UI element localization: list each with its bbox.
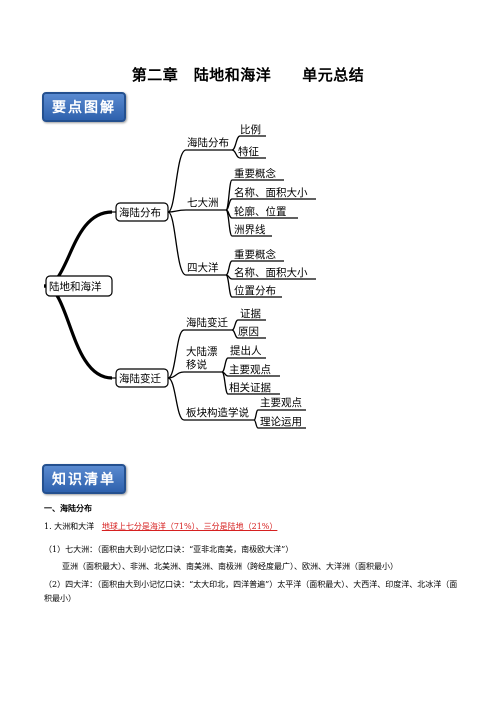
- b2-c2-item1: 提出人: [230, 344, 262, 357]
- b2-c2-item2: 主要观点: [229, 364, 271, 376]
- page-title: 第二章 陆地和海洋 单元总结: [131, 66, 365, 84]
- b2-c1-item2: 原因: [238, 326, 259, 338]
- b1-c2-item3: 轮廓、位置: [234, 205, 287, 218]
- mind-map: 陆地和海洋 海陆分布 海陆分布 比例 特征 七大洲 重要概念 名称、面积大小 轮…: [43, 123, 316, 429]
- b1-c1-i2-line: [231, 149, 266, 159]
- b2-c3-item2: 理论运用: [260, 415, 302, 428]
- item-1-prefix: 1. 大洲和大洋: [44, 522, 95, 531]
- b1-c1-item1: 比例: [240, 123, 261, 136]
- branch2-label: 海陆变迁: [119, 372, 161, 385]
- item-1: 1. 大洲和大洋 地球上七分是海洋（71%）、三分是陆地（21%）: [44, 520, 277, 534]
- b1-c2-item1: 重要概念: [234, 167, 276, 180]
- badge-knowledge: 知识清单: [42, 464, 126, 494]
- b1-c2-item2: 名称、面积大小: [234, 186, 308, 199]
- b1-c1-item2: 特征: [238, 146, 259, 158]
- b2-c2-link: [167, 371, 185, 379]
- b1-c2-i4-line: [225, 209, 272, 237]
- b2-c3-link: [167, 377, 185, 421]
- b1-c2-item4: 洲界线: [234, 223, 266, 236]
- b2-c3-item1: 主要观点: [260, 397, 302, 409]
- b1-c3-label: 四大洋: [187, 261, 219, 274]
- b1-c3-item2: 名称、面积大小: [234, 266, 308, 279]
- b1-c1-i1-line: [231, 135, 266, 151]
- branch1-label: 海陆分布: [119, 206, 161, 219]
- b2-c2-i3-line: [221, 371, 280, 395]
- root-branch-bottom-connector: [43, 284, 113, 380]
- b1-c1-label: 海陆分布: [187, 136, 229, 149]
- b2-c1-item1: 证据: [240, 307, 261, 320]
- b2-c1-i2-line: [231, 329, 266, 339]
- b2-c2-item3: 相关证据: [229, 381, 271, 394]
- b2-c3-label: 板块构造学说: [186, 406, 249, 419]
- b2-c3-i2-line: [253, 419, 306, 429]
- root-branch-top-connector: [43, 210, 113, 288]
- b2-c2-label-line2: 移说: [186, 358, 207, 371]
- b1-c1-link: [167, 149, 187, 213]
- item-4: （2）四大洋：（面积由大到小记忆口诀：“太大印北，四洋普遍”）太平洋（面积最大）…: [44, 580, 458, 603]
- item-2: （1）七大洲：（面积由大到小记忆口诀：“亚非北南美，南极欧大洋”）: [44, 545, 294, 554]
- item-1-highlight: 地球上七分是海洋（71%）、三分是陆地（21%）: [101, 522, 278, 531]
- root-node: [45, 275, 113, 297]
- b1-c2-label: 七大洲: [187, 196, 219, 209]
- b1-c2-link: [167, 209, 187, 213]
- b2-c2-label: 大陆漂: [186, 345, 218, 358]
- b2-c1-label: 海陆变迁: [186, 316, 228, 329]
- b1-c3-item1: 重要概念: [234, 248, 276, 261]
- b2-c1-link: [167, 329, 185, 379]
- badge-summary: 要点图解: [42, 92, 126, 122]
- item-3: 亚洲（面积最大）、非洲、北美洲、南美洲、南极洲（跨经度最广）、欧洲、大洋洲（面积…: [62, 562, 398, 571]
- b1-c3-i3-line: [225, 274, 282, 298]
- b1-c3-link: [167, 211, 187, 276]
- section-title: 一、海陆分布: [44, 504, 92, 513]
- b1-c3-item3: 位置分布: [234, 284, 276, 297]
- root-node-label: 陆地和海洋: [49, 280, 102, 293]
